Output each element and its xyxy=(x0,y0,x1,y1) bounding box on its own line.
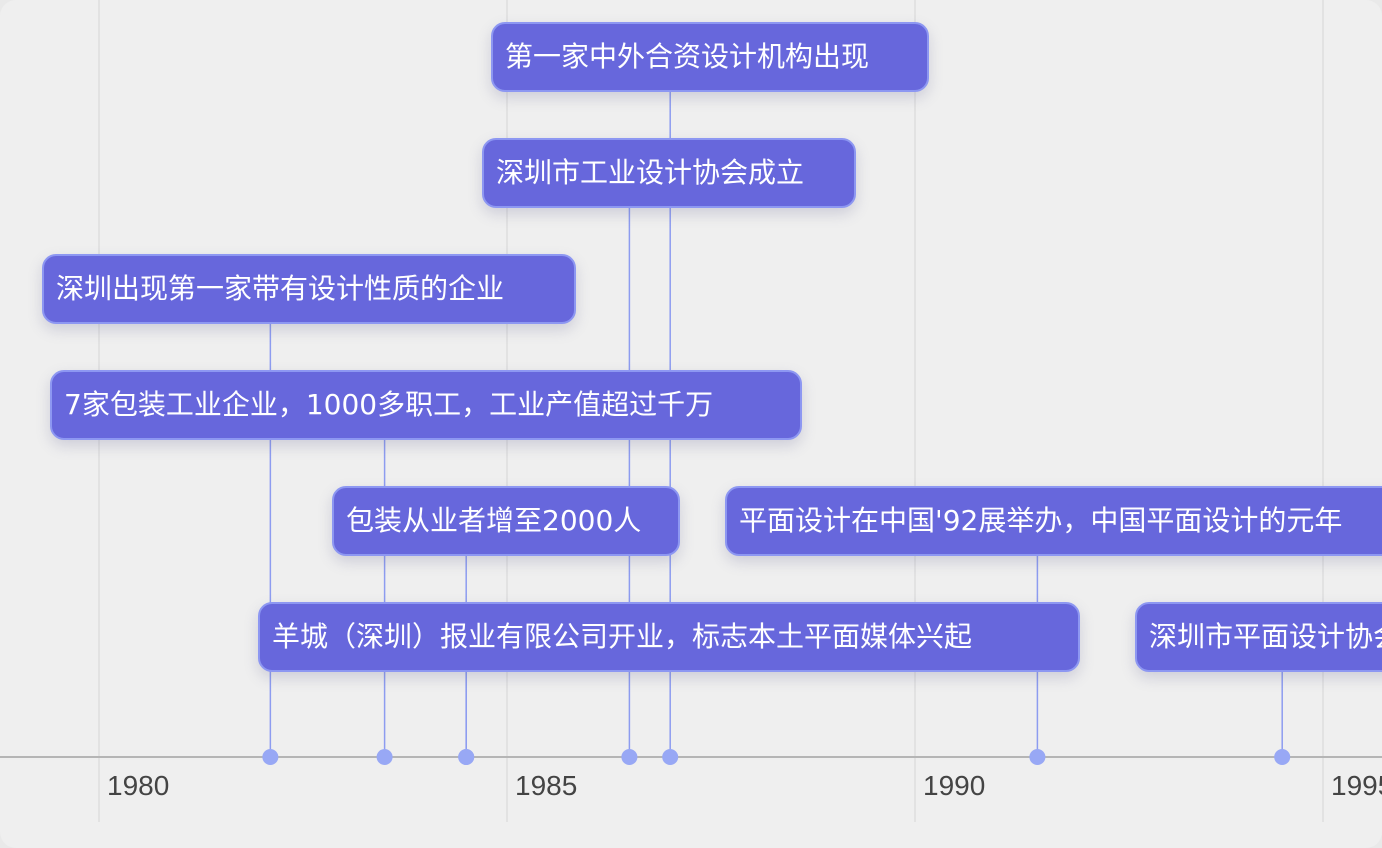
event-dot-2[interactable] xyxy=(262,749,279,765)
event-box-1[interactable]: 深圳市工业设计协会成立 xyxy=(482,138,856,208)
event-box-3[interactable]: 7家包装工业企业，1000多职工，工业产值超过千万 xyxy=(50,370,802,440)
x-tick-label-1995: 1995 xyxy=(1331,770,1382,801)
x-tick-label-1985: 1985 xyxy=(515,770,578,801)
event-dot-6[interactable] xyxy=(458,749,475,765)
event-box-4[interactable]: 包装从业者增至2000人 xyxy=(332,486,680,556)
x-tick-label-1980: 1980 xyxy=(107,770,170,801)
event-dot-3[interactable] xyxy=(376,749,393,765)
event-box-7[interactable]: 深圳市平面设计协会成立 xyxy=(1135,602,1382,672)
event-dot-5[interactable] xyxy=(1029,749,1046,765)
event-dot-1[interactable] xyxy=(621,749,638,765)
event-box-5[interactable]: 平面设计在中国'92展举办，中国平面设计的元年 xyxy=(725,486,1382,556)
x-tick-label-1990: 1990 xyxy=(923,770,986,801)
event-box-6[interactable]: 羊城（深圳）报业有限公司开业，标志本土平面媒体兴起 xyxy=(258,602,1080,672)
event-box-2[interactable]: 深圳出现第一家带有设计性质的企业 xyxy=(42,254,576,324)
event-dot-7[interactable] xyxy=(1274,749,1291,765)
event-dot-0[interactable] xyxy=(662,749,679,765)
event-box-0[interactable]: 第一家中外合资设计机构出现 xyxy=(491,22,929,92)
